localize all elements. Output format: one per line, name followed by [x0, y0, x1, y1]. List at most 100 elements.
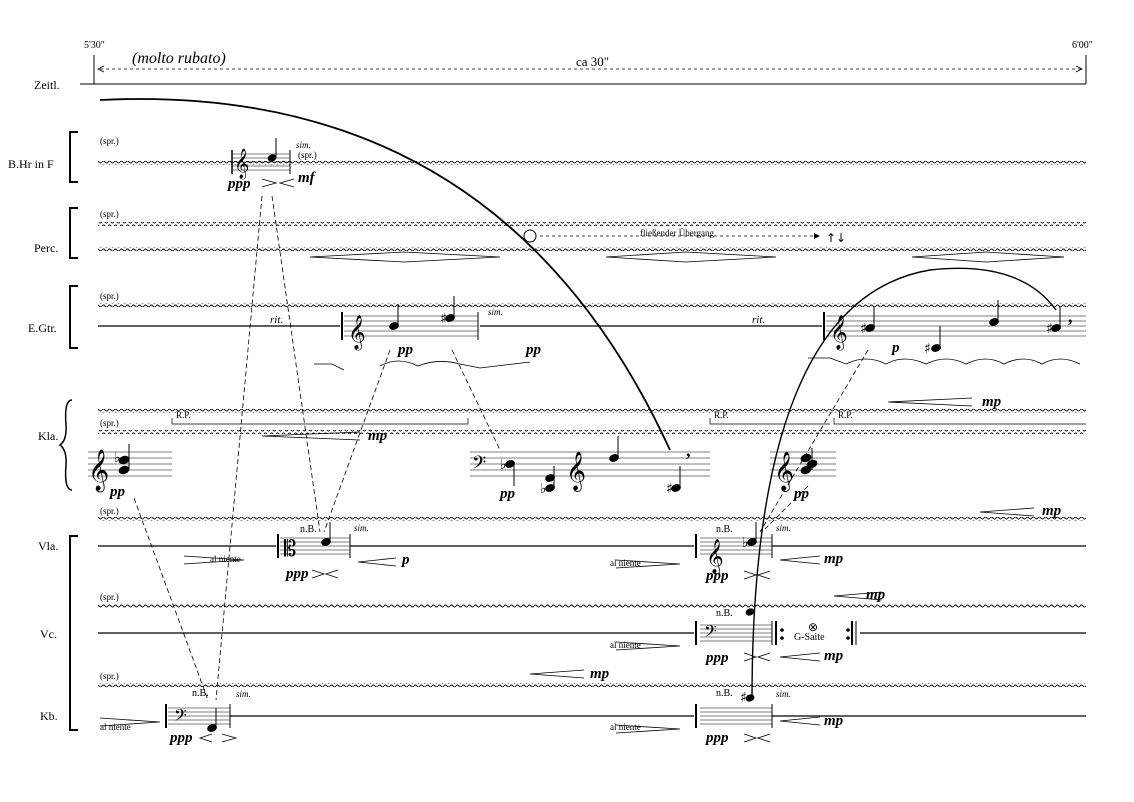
repeat-dots	[780, 628, 850, 640]
hairpins	[99, 178, 1035, 743]
dyn-ppp: ppp	[706, 650, 729, 666]
treble-clef-icon: 𝄞	[88, 449, 109, 492]
bass-clef-icon: 𝄢	[472, 453, 486, 478]
sim-mark: sim.	[776, 689, 791, 699]
brackets	[58, 131, 78, 731]
rp-mark: R.P.	[714, 410, 729, 420]
rp-mark: R.P.	[176, 410, 191, 420]
dyn-mp: mp	[824, 713, 844, 729]
treble-clef-icon: 𝄞	[706, 539, 724, 575]
dyn-ppp: ppp	[228, 176, 251, 192]
dyn-mp: mp	[982, 394, 1002, 410]
al-niente-mark: al niente	[210, 554, 241, 564]
bass-clef-icon: 𝄢	[704, 621, 717, 645]
nb-mark: n.B.	[716, 608, 733, 619]
accidentals: ♯ ♯ ♯ ♯ ♭ ♭ ♭ ♯ ♭ ♯	[114, 311, 1053, 706]
timeline-end: 6'00"	[1072, 40, 1093, 51]
spr-mark: (spr.)	[100, 136, 119, 146]
dyn-p: p	[402, 552, 410, 568]
nb-mark: n.B.	[716, 688, 733, 699]
rit-mark: rit.	[270, 314, 284, 326]
treble-clef-icon: 𝄞	[234, 148, 249, 180]
spr-mark: (spr.)	[298, 150, 317, 160]
alto-clef-icon: 𝄡	[284, 537, 296, 562]
svg-text:,: ,	[686, 440, 691, 460]
svg-text:♭: ♭	[114, 450, 121, 466]
nb-mark: n.B.	[300, 524, 317, 535]
spr-mark: (spr.)	[100, 671, 119, 681]
al-niente-mark: al niente	[610, 558, 641, 568]
rp-brackets	[171, 418, 1086, 425]
label-vc: Vc.	[40, 627, 57, 641]
sim-mark: sim.	[776, 523, 791, 533]
svg-text:♯: ♯	[440, 311, 447, 327]
dyn-pp: pp	[110, 484, 125, 500]
notes	[118, 138, 1061, 732]
treble-clef-icon: 𝄞	[774, 451, 794, 492]
treble-clef-icon: 𝄞	[566, 451, 586, 492]
nb-mark: n.B.	[716, 524, 733, 535]
wavy-staves	[98, 161, 1086, 687]
timeline	[80, 55, 1087, 85]
svg-text:,: ,	[1068, 306, 1073, 326]
barlines	[165, 150, 857, 728]
label-egtr: E.Gtr.	[28, 321, 57, 335]
g-saite-label: G-Saite	[794, 632, 825, 643]
duration-label: ca 30"	[576, 54, 610, 69]
sim-mark: sim.	[488, 307, 503, 317]
rp-mark: R.P.	[838, 410, 853, 420]
treble-clef-icon: 𝄞	[348, 315, 366, 351]
spr-mark: (spr.)	[100, 506, 119, 516]
label-vla: Vla.	[38, 539, 59, 553]
svg-text:♭: ♭	[540, 481, 547, 497]
spr-mark: (spr.)	[100, 291, 119, 301]
spr-mark: (spr.)	[100, 418, 119, 428]
dyn-mp: mp	[824, 648, 844, 664]
dyn-mp: mp	[824, 551, 844, 567]
svg-text:♯: ♯	[740, 690, 747, 706]
al-niente-mark: al niente	[610, 640, 641, 650]
dyn-mp: mp	[866, 587, 886, 603]
spr-mark: (spr.)	[100, 209, 119, 219]
label-perc: Perc.	[34, 241, 59, 255]
timeline-start: 5'30"	[84, 40, 105, 51]
svg-text:♯: ♯	[666, 481, 673, 497]
svg-text:♯: ♯	[1046, 321, 1053, 337]
dyn-mp: mp	[1042, 503, 1062, 519]
dyn-pp: pp	[526, 342, 541, 358]
dashed-connectors	[133, 195, 869, 701]
straight-staves	[98, 325, 1086, 717]
sim-mark: sim.	[236, 689, 251, 699]
clefs: 𝄞 𝄞 𝄞 𝄞 𝄢 𝄞 𝄞 𝄡 𝄞 𝄢 𝄢	[88, 148, 848, 729]
dyn-pp: pp	[500, 486, 515, 502]
circled-x-icon: ⊗	[808, 620, 819, 634]
label-kb: Kb.	[40, 709, 58, 723]
al-niente-mark: al niente	[100, 722, 131, 732]
transition-label: fließender Übergang	[640, 228, 715, 238]
tempo-marking: (molto rubato)	[132, 50, 226, 67]
dyn-pp: pp	[398, 342, 413, 358]
rit-mark: rit.	[752, 314, 766, 326]
perc-transition: ↑↓	[523, 229, 846, 245]
svg-text:↑↓: ↑↓	[826, 231, 846, 245]
phrase-arcs	[99, 98, 1057, 701]
label-kla: Kla.	[38, 429, 59, 443]
spr-mark: (spr.)	[100, 592, 119, 602]
bass-clef-icon: 𝄢	[174, 705, 187, 729]
svg-text:♯: ♯	[924, 341, 931, 357]
label-zeitl: Zeitl.	[34, 78, 60, 92]
dyn-p: p	[892, 340, 900, 356]
dyn-mp: mp	[590, 666, 610, 682]
guitar-lines	[314, 357, 1081, 371]
breath-marks: , ,	[686, 306, 1073, 460]
dyn-ppp: ppp	[706, 730, 729, 746]
dyn-ppp: ppp	[706, 568, 729, 584]
sim-mark: sim.	[354, 523, 369, 533]
sim-mark: sim.	[296, 140, 311, 150]
nb-mark: n.B.	[192, 688, 209, 699]
perc-hairpins	[309, 251, 1065, 263]
dyn-ppp: ppp	[286, 566, 309, 582]
svg-text:♭: ♭	[742, 535, 749, 551]
treble-clef-icon: 𝄞	[830, 315, 848, 351]
